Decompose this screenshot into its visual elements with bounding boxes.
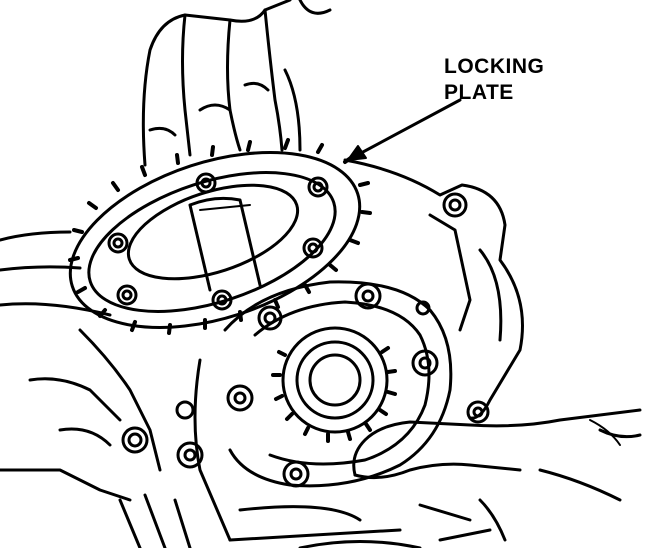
bearing-retainer — [223, 280, 453, 488]
lower-hand — [352, 408, 642, 542]
locking-plate-label-line2: PLATE — [444, 81, 514, 104]
callout-leader-arrow — [346, 98, 462, 162]
upper-hand — [141, 0, 332, 167]
locking-plate-label-line1: LOCKING — [444, 55, 545, 78]
locking-plate-label: LOCKING PLATE — [444, 54, 544, 106]
case-housing — [0, 158, 524, 548]
locking-plate — [68, 138, 372, 335]
